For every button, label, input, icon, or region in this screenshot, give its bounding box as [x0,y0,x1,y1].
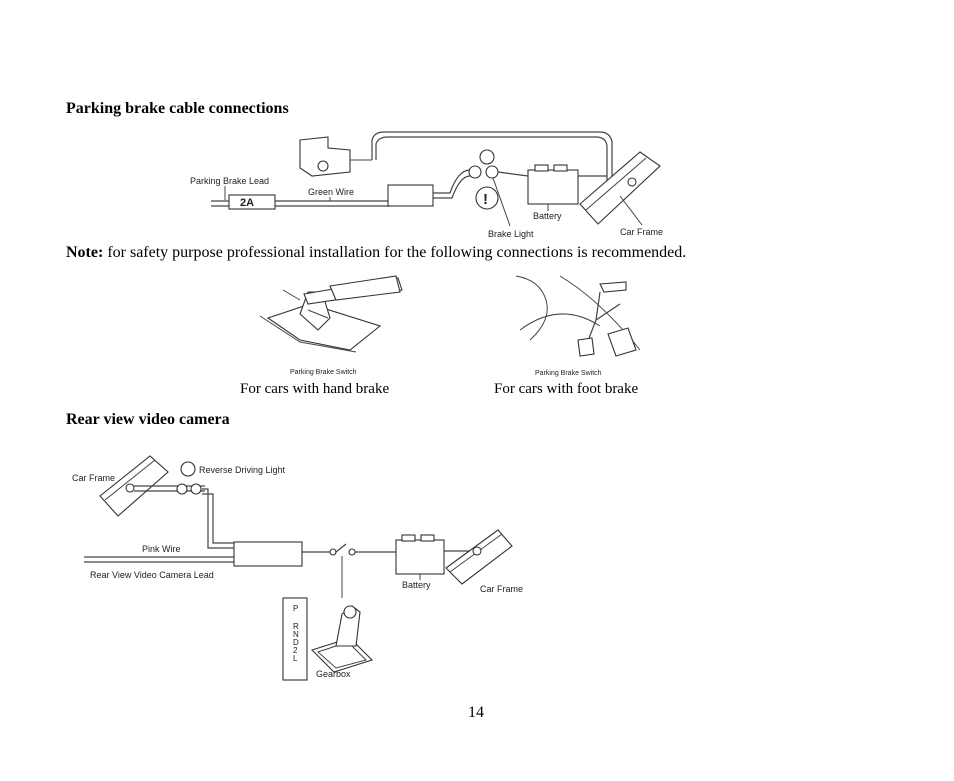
gear-indicator-panel [282,597,308,681]
switch-bracket [299,136,351,177]
fuse-label: 2A [240,197,254,209]
car-frame-left-label: Car Frame [72,473,115,483]
gear-n: N [293,630,299,639]
gear-p: P [293,604,298,613]
warning-icon [475,186,499,210]
pink-wire-label: Pink Wire [142,544,181,554]
fuse-box [228,194,276,210]
gearbox-label: Gearbox [316,669,351,679]
camera-battery-icon [395,539,445,575]
car-frame-label: Car Frame [620,227,663,237]
gear-r: R [293,622,299,631]
reverse-light-label: Reverse Driving Light [199,465,286,475]
foot-switch-label: Parking Brake Switch [535,370,602,377]
battery-icon [527,169,579,205]
note-paragraph: Note: for safety purpose professional in… [66,244,686,262]
section-heading-camera: Rear view video camera [66,411,230,428]
foot-brake-caption: For cars with foot brake [494,381,639,397]
camera-battery-label: Battery [402,580,431,590]
gear-2: 2 [293,646,298,655]
foot-brake-pedal [577,337,595,357]
car-frame-right-label: Car Frame [480,584,523,594]
hand-brake-caption: For cars with hand brake [240,381,390,397]
section-heading-parking: Parking brake cable connections [66,100,289,117]
car-frame-icon [579,151,661,225]
gear-d: D [293,638,299,647]
reverse-light-icon [180,461,196,477]
parking-lead-label: Parking Brake Lead [190,176,269,186]
car-frame-right-icon [445,529,513,585]
control-box [387,184,434,207]
battery-label: Battery [533,211,562,221]
brake-light-label: Brake Light [488,229,534,239]
warning-glyph: ! [483,191,488,208]
green-wire-label: Green Wire [308,187,354,197]
camera-control-box [233,541,303,567]
camera-lead-label: Rear View Video Camera Lead [90,570,214,580]
note-label: Note: [66,244,104,261]
gear-l: L [293,654,298,663]
page-number: 14 [468,704,484,721]
note-text: for safety purpose professional installa… [103,244,687,261]
hand-switch-label: Parking Brake Switch [290,369,357,376]
